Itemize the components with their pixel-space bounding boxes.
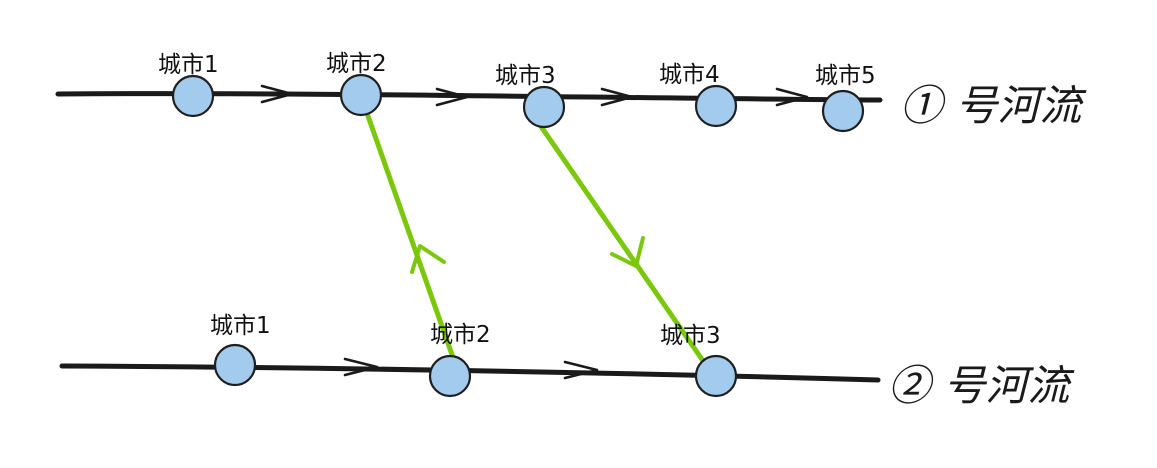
city-node[interactable] [821, 89, 865, 133]
river-1-flow-arrow [600, 87, 634, 107]
city-label: 城市3 [495, 63, 556, 89]
river-2-city-3[interactable]: 城市3 [660, 323, 738, 398]
city-label: 城市4 [659, 62, 720, 88]
link-arrow-down [610, 236, 645, 268]
river-1-flow-arrow [260, 84, 294, 104]
city-label: 城市1 [210, 313, 271, 339]
river-2-city-2[interactable]: 城市2 [428, 322, 491, 398]
city-node[interactable] [694, 84, 738, 128]
river-1-flow-arrow [775, 87, 809, 107]
river-2-label: ② 号河流 [888, 361, 1075, 410]
link-arrow-up [410, 244, 446, 274]
city-label: 城市5 [815, 63, 876, 89]
river-1-flow-arrow [435, 87, 469, 107]
river-1-city-5[interactable]: 城市5 [815, 63, 876, 133]
city-node[interactable] [339, 73, 383, 117]
city-node[interactable] [522, 85, 566, 129]
river-1-city-4[interactable]: 城市4 [659, 62, 738, 128]
river-1-line [55, 91, 883, 103]
river-2-flow-arrow [343, 357, 379, 377]
river-2-flow-arrow [563, 360, 599, 380]
city-node[interactable] [694, 354, 738, 398]
river-1-city-2[interactable]: 城市2 [326, 51, 387, 117]
city-node[interactable] [428, 354, 472, 398]
river-1-city-3[interactable]: 城市3 [495, 63, 566, 129]
city-node[interactable] [171, 74, 215, 118]
link-river2-city2-to-river1-city2 [365, 113, 459, 369]
river-2-city-1[interactable]: 城市1 [210, 313, 271, 387]
city-node[interactable] [213, 343, 257, 387]
river-1-label: ① 号河流 [900, 81, 1087, 130]
city-label: 城市2 [430, 322, 491, 348]
river-1-city-1[interactable]: 城市1 [158, 52, 219, 118]
city-label: 城市1 [158, 52, 219, 78]
city-label: 城市3 [660, 323, 721, 349]
city-label: 城市2 [326, 51, 387, 77]
link-river1-city3-to-river2-city3 [537, 122, 711, 371]
